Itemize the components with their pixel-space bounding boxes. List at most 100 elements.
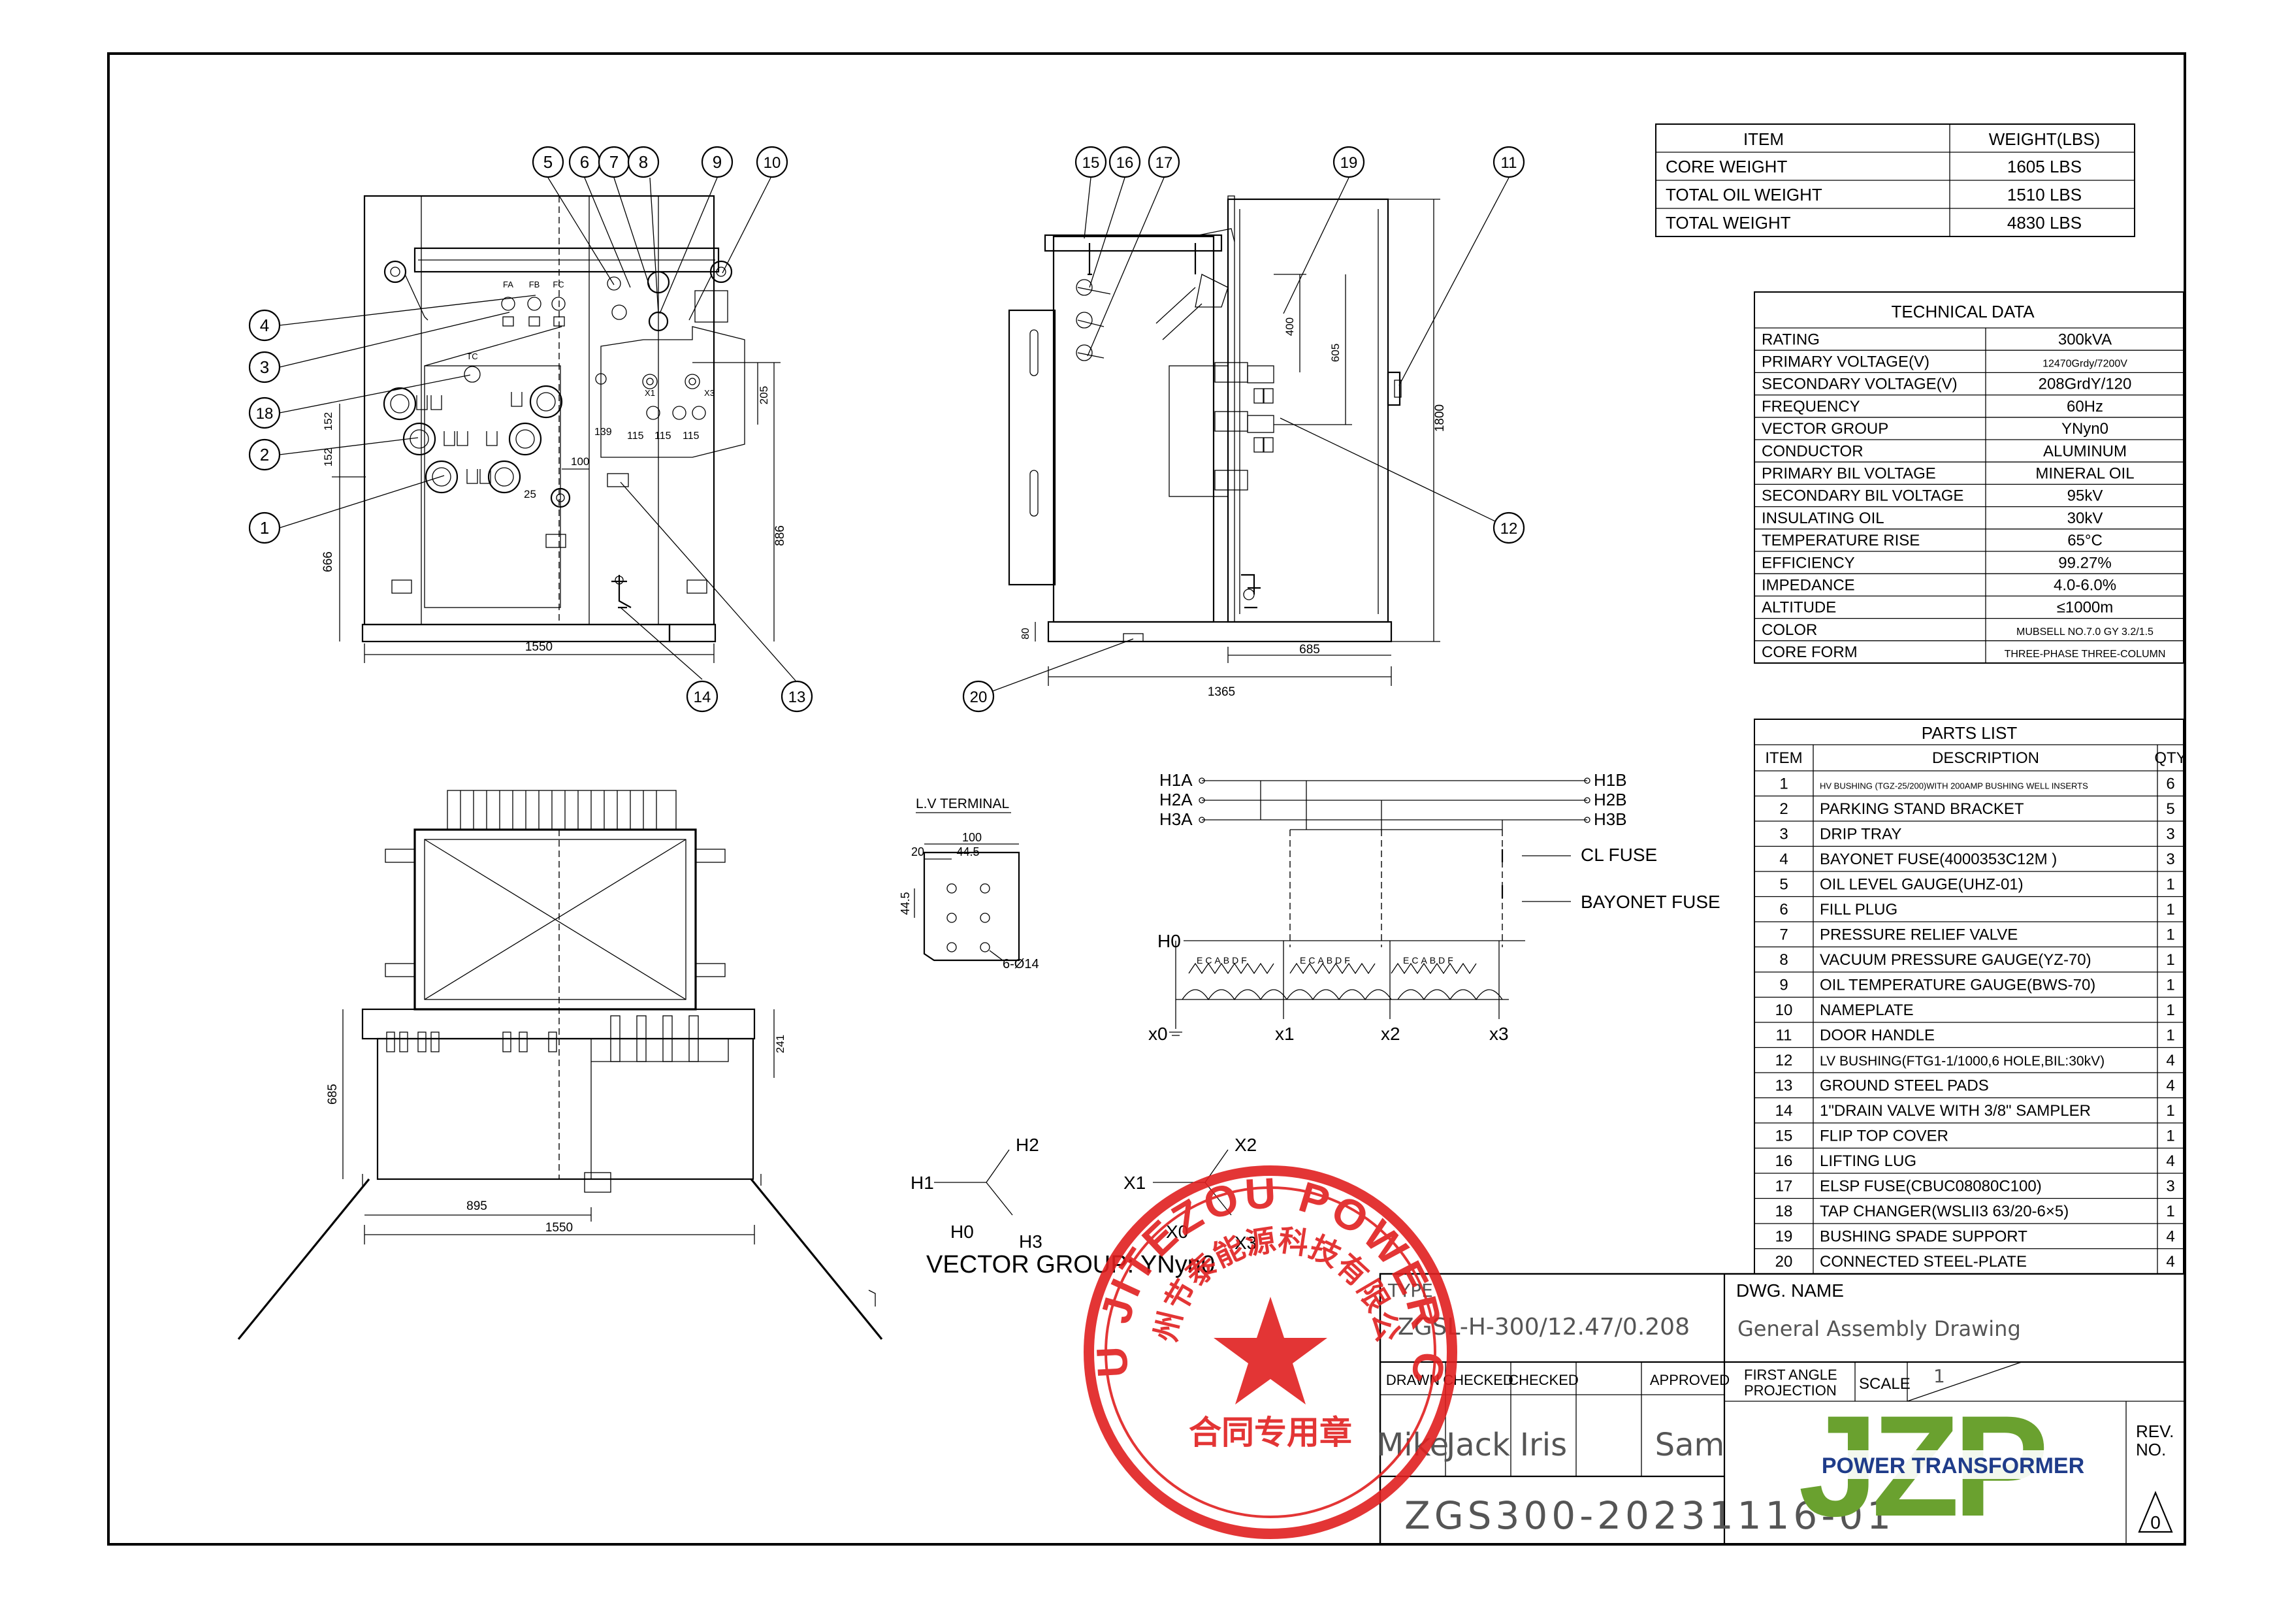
rev-label-2: NO. xyxy=(2136,1440,2166,1459)
balloon-6: 6 xyxy=(568,146,601,178)
front-dim-25: 25 xyxy=(524,488,536,500)
svg-text:13: 13 xyxy=(788,689,806,706)
tech-value: ≤1000m xyxy=(2057,599,2114,617)
side-dim-605: 605 xyxy=(1329,344,1342,362)
parts-row-qty: 3 xyxy=(2166,1178,2174,1195)
balloon-2: 2 xyxy=(248,438,281,471)
side-dim-685: 685 xyxy=(1299,643,1320,657)
parts-row-item: 8 xyxy=(1779,951,1788,969)
side-dim-width: 1365 xyxy=(1208,685,1235,699)
lv-label-x1: X1 xyxy=(645,388,655,398)
front-dim-115b: 115 xyxy=(654,430,671,442)
wiring-label-h3b: H3B xyxy=(1594,809,1627,829)
dwg-name-value: General Assembly Drawing xyxy=(1737,1316,2021,1341)
parts-row-description: DOOR HANDLE xyxy=(1820,1027,1935,1045)
parts-row-description: NAMEPLATE xyxy=(1820,1001,1914,1019)
x0-label: x0 xyxy=(1148,1024,1168,1044)
parts-row-qty: 4 xyxy=(2166,1052,2174,1069)
parts-row-qty: 1 xyxy=(2166,951,2174,969)
x2-label: x2 xyxy=(1381,1024,1400,1044)
tech-label: SECONDARY BIL VOLTAGE xyxy=(1762,487,1963,505)
tech-value: 65°C xyxy=(2067,532,2103,549)
tech-label: INSULATING OIL xyxy=(1762,510,1884,527)
side-view-balloons: 15 16 17 19 11 12 20 xyxy=(962,146,1525,713)
parts-row-description: FLIP TOP COVER xyxy=(1820,1128,1948,1145)
svg-text:11: 11 xyxy=(1501,154,1517,172)
parts-row-item: 2 xyxy=(1779,800,1788,818)
parts-row-qty: 1 xyxy=(2166,1027,2174,1045)
tech-label: PRIMARY VOLTAGE(V) xyxy=(1762,353,1929,371)
parts-header-item: ITEM xyxy=(1765,749,1802,767)
balloon-15: 15 xyxy=(1074,146,1107,178)
svg-text:1: 1 xyxy=(260,518,269,538)
company-seal: SUZHOU JITEZOU POWER CO.,LTD 苏州节泰能源科技有限公… xyxy=(0,0,1457,1539)
tech-label: FREQUENCY xyxy=(1762,398,1860,415)
tech-value: 99.27% xyxy=(2058,554,2111,572)
top-dim-1550: 1550 xyxy=(545,1221,573,1235)
front-dim-205: 205 xyxy=(758,386,770,404)
lv-dim-445a: 44.5 xyxy=(956,845,979,858)
tap-changer-label: TC xyxy=(466,351,477,361)
projection-line-1: FIRST ANGLE xyxy=(1744,1367,1837,1383)
parts-row-item: 14 xyxy=(1775,1102,1793,1120)
parts-row-qty: 1 xyxy=(2166,1102,2174,1120)
vg-h2: H2 xyxy=(1016,1135,1039,1155)
tap-letters-2: ECABDF xyxy=(1300,955,1353,966)
parts-header-qty: QTY xyxy=(2154,749,2186,767)
checked-value-2: Iris xyxy=(1520,1427,1567,1463)
front-dim-100: 100 xyxy=(571,455,589,468)
parts-row-item: 10 xyxy=(1775,1001,1793,1019)
svg-text:5: 5 xyxy=(543,152,553,172)
balloon-13: 13 xyxy=(781,680,813,713)
bayonet-fuse-label: BAYONET FUSE xyxy=(1581,892,1720,912)
balloon-8: 8 xyxy=(627,146,660,178)
parts-row-item: 5 xyxy=(1779,876,1788,894)
h0-label: H0 xyxy=(1157,931,1181,951)
svg-text:16: 16 xyxy=(1116,154,1134,172)
parts-row-qty: 4 xyxy=(2166,1228,2174,1246)
cl-fuse-label: CL FUSE xyxy=(1581,845,1657,865)
tech-value: 300kVA xyxy=(2058,331,2112,348)
lv-terminal-detail: L.V TERMINAL 100 20 44.5 44.5 6-Ø14 xyxy=(899,796,1039,971)
weight-core-value: 1605 LBS xyxy=(2007,157,2082,176)
svg-text:6: 6 xyxy=(580,152,589,172)
tap-letters-3: ECABDF xyxy=(1403,955,1456,966)
wiring-label-h2b: H2B xyxy=(1594,790,1627,809)
x3-label: x3 xyxy=(1489,1024,1509,1044)
revision-triangle: 0 xyxy=(2138,1491,2173,1533)
front-dim-886: 886 xyxy=(773,525,787,546)
rev-value: 0 xyxy=(2150,1512,2161,1533)
tech-value: MUBSELL NO.7.0 GY 3.2/1.5 xyxy=(2016,626,2154,638)
checked-label-2: CHECKED xyxy=(1508,1372,1579,1388)
x1-label: x1 xyxy=(1275,1024,1295,1044)
svg-text:19: 19 xyxy=(1340,154,1358,172)
parts-row-item: 11 xyxy=(1776,1027,1792,1045)
seal-outer-text: SUZHOU JITEZOU POWER CO.,LTD xyxy=(0,0,1450,1390)
tech-label: CORE FORM xyxy=(1762,643,1858,661)
wiring-label-h1a: H1A xyxy=(1159,770,1193,790)
parts-row-description: ELSP FUSE(CBUC08080C100) xyxy=(1820,1178,2042,1195)
parts-row-description: CONNECTED STEEL-PLATE xyxy=(1820,1253,2027,1271)
sheet-border xyxy=(107,52,2186,1546)
balloon-17: 17 xyxy=(1148,146,1180,178)
weight-oil-label: TOTAL OIL WEIGHT xyxy=(1666,185,1822,204)
lv-dim-445b: 44.5 xyxy=(899,892,912,915)
tech-label: EFFICIENCY xyxy=(1762,554,1855,572)
tech-label: VECTOR GROUP xyxy=(1762,420,1888,438)
tech-label: CONDUCTOR xyxy=(1762,442,1864,460)
lv-terminal-title: L.V TERMINAL xyxy=(916,796,1009,811)
front-dim-width: 1550 xyxy=(525,640,553,654)
parts-row-qty: 1 xyxy=(2166,977,2174,994)
parts-row-description: PRESSURE RELIEF VALVE xyxy=(1820,926,2018,944)
vg-h1: H1 xyxy=(911,1173,934,1193)
weight-oil-value: 1510 LBS xyxy=(2007,185,2082,204)
parts-row-description: 1"DRAIN VALVE WITH 3/8" SAMPLER xyxy=(1820,1102,2091,1120)
front-view: FA FB FC TC X1 X3 1550 xyxy=(279,177,796,681)
parts-row-description: GROUND STEEL PADS xyxy=(1820,1077,1989,1095)
parts-row-description: LV BUSHING(FTG1-1/1000,6 HOLE,BIL:30kV) xyxy=(1820,1054,2105,1069)
vg-x3: X3 xyxy=(1235,1233,1257,1253)
balloon-3: 3 xyxy=(248,351,281,383)
parts-row-description: HV BUSHING (TGZ-25/200)WITH 200AMP BUSHI… xyxy=(1820,781,2088,791)
approved-label: APPROVED xyxy=(1650,1372,1730,1388)
